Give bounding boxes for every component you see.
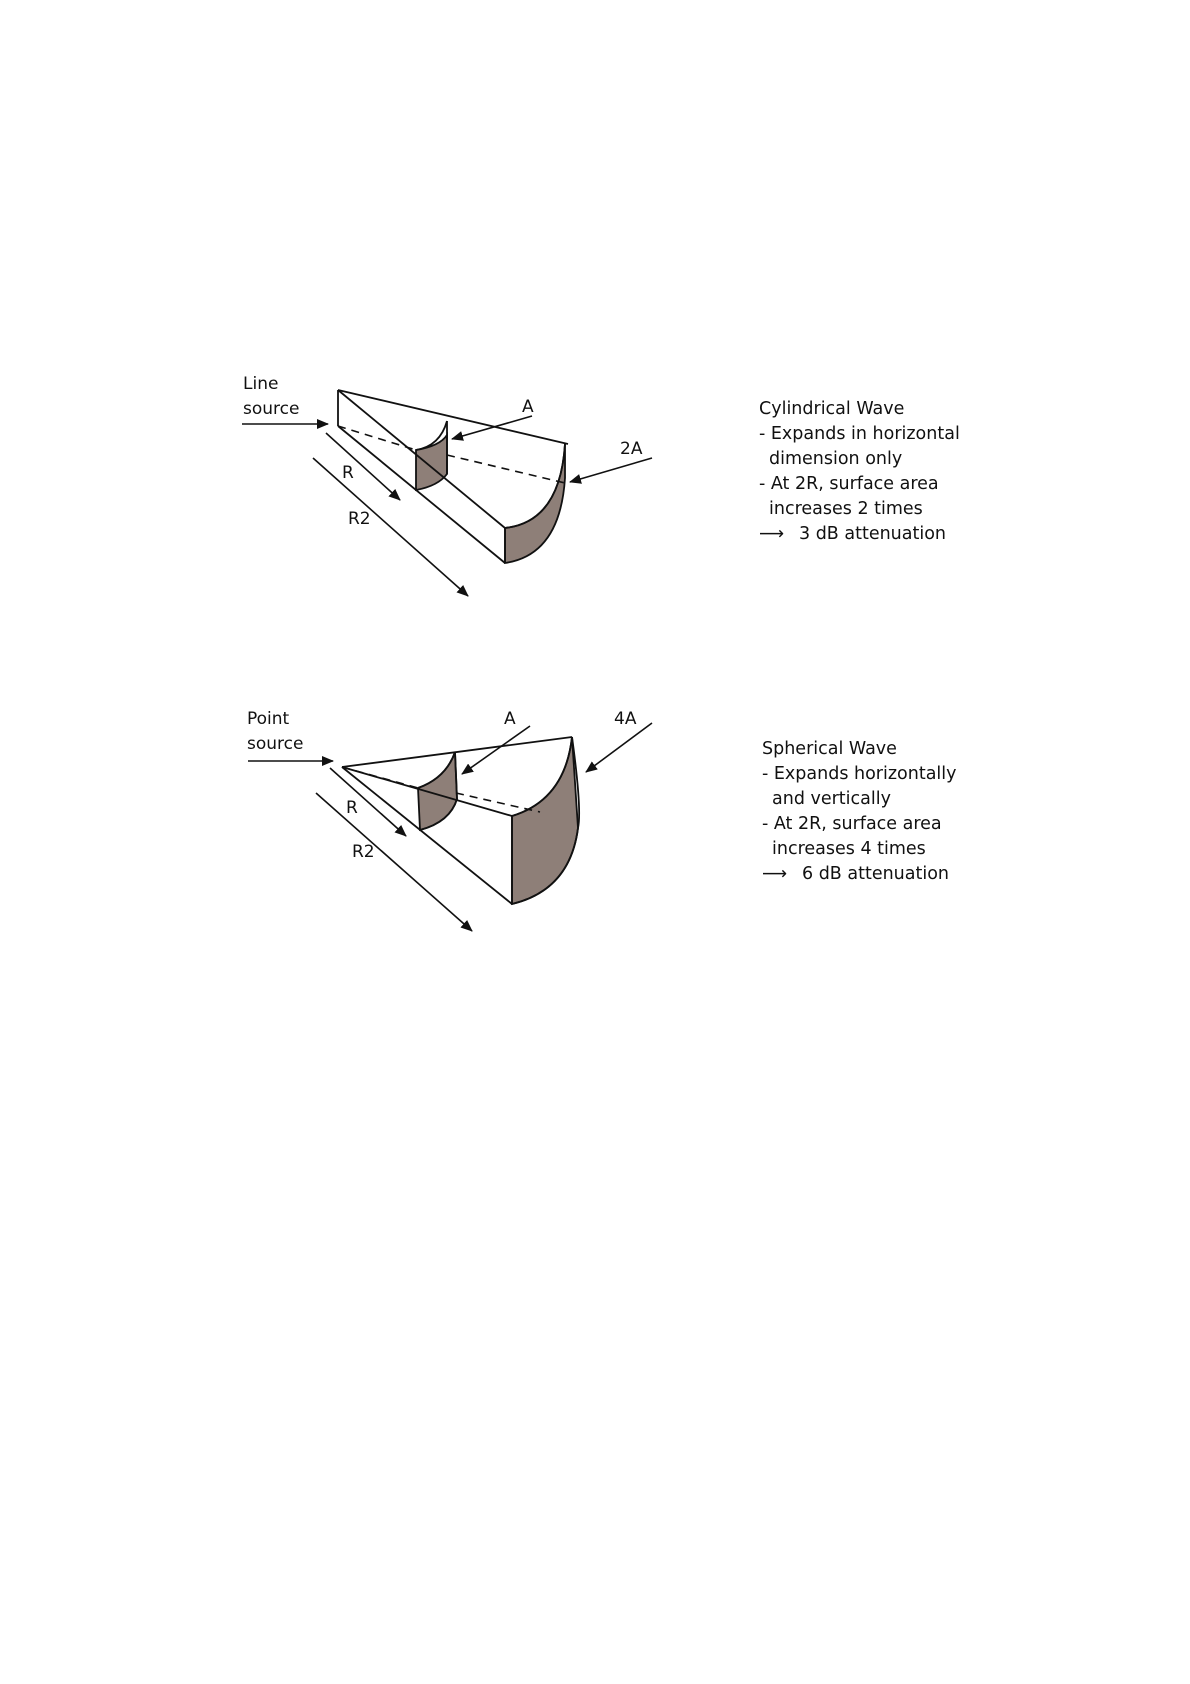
- sphere-a-label: A: [504, 709, 516, 729]
- cylinder-bottom-front-edge: [338, 426, 505, 563]
- cylinder-desc-line-4: increases 2 times: [769, 499, 923, 519]
- cylinder-2a-label: 2A: [620, 439, 643, 459]
- sphere-desc-line-1: - Expands horizontally: [762, 764, 957, 784]
- sphere-source-label-line1: Point: [247, 709, 290, 729]
- cylinder-r-arrow: [326, 433, 400, 500]
- sphere-desc-line-4: increases 4 times: [772, 839, 926, 859]
- cylinder-source-label-line1: Line: [243, 374, 278, 394]
- cylindrical-wave-figure: Line source R R2 A 2A Cylindrical Wave -…: [242, 374, 960, 596]
- cylinder-large-face: [505, 444, 565, 563]
- sphere-top-back-edge: [342, 737, 572, 767]
- cylinder-desc-line-2: dimension only: [769, 449, 902, 469]
- sphere-r-arrow: [330, 768, 406, 836]
- sphere-title: Spherical Wave: [762, 739, 897, 759]
- sphere-r2-label: R2: [352, 842, 375, 862]
- sphere-r-label: R: [346, 798, 358, 818]
- cylinder-r2-label: R2: [348, 509, 371, 529]
- sphere-desc-line-2: and vertically: [772, 789, 891, 809]
- sphere-large-face: [512, 737, 578, 904]
- spherical-wave-figure: Point source R R2 A 4A Spherical Wave - …: [247, 709, 957, 931]
- sphere-result: 6 dB attenuation: [802, 864, 949, 884]
- sphere-result-arrow: ⟶: [762, 864, 787, 884]
- sphere-desc-line-3: - At 2R, surface area: [762, 814, 942, 834]
- cylinder-r-label: R: [342, 463, 354, 483]
- sphere-source-label-line2: source: [247, 734, 303, 754]
- cylinder-diagonal-top: [338, 390, 505, 528]
- cylinder-2a-arrow: [570, 458, 652, 482]
- sphere-4a-label: 4A: [614, 709, 637, 729]
- cylinder-desc-line-1: - Expands in horizontal: [759, 424, 960, 444]
- cylinder-source-label-line2: source: [243, 399, 299, 419]
- cylinder-title: Cylindrical Wave: [759, 399, 904, 419]
- sphere-4a-arrow: [586, 723, 652, 772]
- cylinder-result: 3 dB attenuation: [799, 524, 946, 544]
- cylinder-a-label: A: [522, 397, 534, 417]
- cylinder-result-arrow: ⟶: [759, 524, 784, 544]
- cylinder-desc-line-3: - At 2R, surface area: [759, 474, 939, 494]
